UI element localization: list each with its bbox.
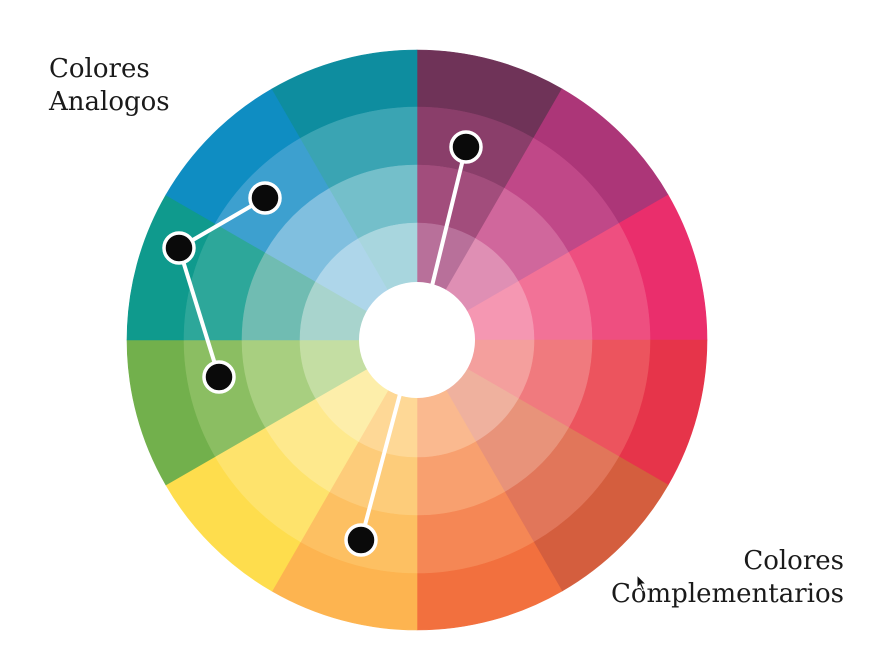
connector-line-4 (359, 392, 402, 542)
complementary-colors-label: Colores Complementarios (611, 545, 844, 611)
wheel-segments (126, 49, 708, 631)
analogous-dot-blue (248, 181, 282, 215)
connector-line-2 (177, 246, 221, 379)
connector-line-3 (429, 145, 468, 292)
analogous-dot-teal (162, 231, 196, 265)
complementary-dot-yellow (344, 523, 378, 557)
analogous-label-line2: Analogos (49, 87, 170, 117)
complementary-label-line1: Colores (743, 546, 844, 576)
analogous-dot-green (202, 360, 236, 394)
connector-lines (177, 145, 468, 542)
complementary-dot-purple (449, 130, 483, 164)
analogous-colors-label: Colores Analogos (49, 53, 170, 119)
mouse-pointer-icon (636, 574, 648, 592)
analogous-label-line1: Colores (49, 54, 150, 84)
selection-dots (162, 130, 483, 557)
complementary-label-line2: Complementarios (610, 579, 844, 609)
wheel-center (359, 282, 475, 398)
